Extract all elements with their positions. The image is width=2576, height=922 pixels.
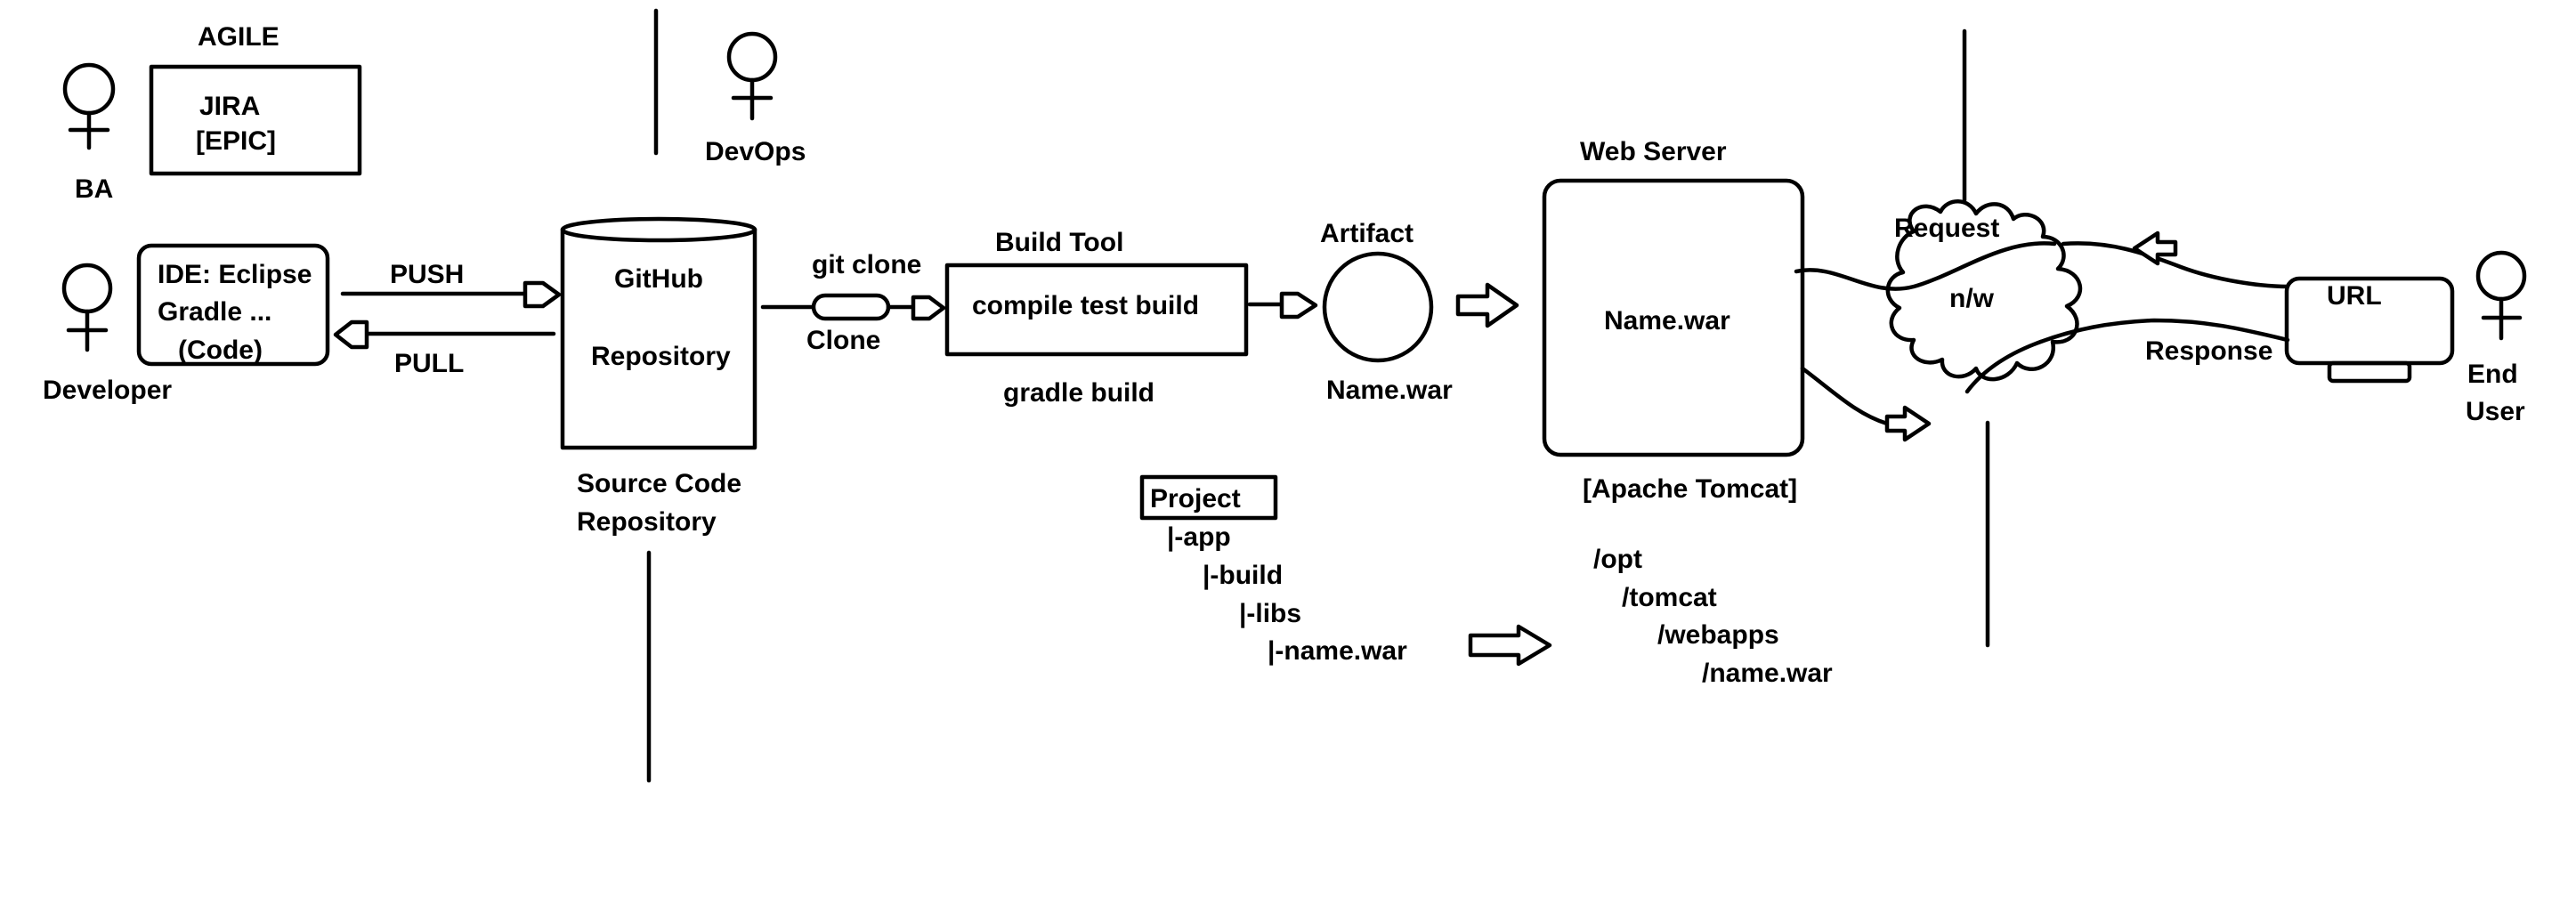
- webserver-box: [1542, 178, 1805, 457]
- ide-line3: (Code): [178, 336, 263, 365]
- response-arrowhead-icon: [1884, 405, 1932, 442]
- network-to-url-curve: [2061, 241, 2290, 289]
- build-box: [944, 263, 1249, 357]
- project-war-name: name.war: [1284, 636, 1407, 666]
- devops-label: DevOps: [705, 137, 806, 166]
- project-war: |-name.war: [1268, 636, 1407, 666]
- ba-person-icon: [62, 62, 116, 150]
- request-arrowhead-icon: [2132, 230, 2178, 266]
- request-label: Request: [1894, 214, 1999, 243]
- url-label: URL: [2327, 281, 2382, 311]
- devops-person-icon: [726, 31, 778, 121]
- clone-arrowhead-icon: [911, 295, 946, 321]
- jira-box: [149, 64, 362, 176]
- project-app: |-app: [1167, 522, 1231, 552]
- jira-line1: JIRA: [199, 92, 260, 121]
- build-tool-title: Build Tool: [995, 228, 1123, 257]
- network-to-server-curve: [1800, 366, 1890, 426]
- war-to-tomcat-arrow-icon: [1468, 624, 1552, 667]
- ide-line1: IDE: Eclipse: [158, 260, 312, 289]
- project-build: |-build: [1203, 561, 1283, 590]
- artifact-circle: [1322, 251, 1434, 363]
- jira-line2: [EPIC]: [196, 126, 276, 156]
- network-label: n/w: [1949, 284, 1995, 313]
- path-war: /name.war: [1702, 659, 1833, 688]
- url-to-network-curve: [1964, 318, 2290, 394]
- project-root: Project: [1150, 484, 1241, 514]
- github-caption-line1: Source Code: [577, 469, 741, 498]
- end-user-label-line1: End: [2467, 360, 2518, 389]
- artifact-to-server-arrow-icon: [1455, 282, 1519, 328]
- artifact-caption: Name.war: [1326, 376, 1453, 405]
- push-label: PUSH: [390, 260, 464, 289]
- end-user-label-line2: User: [2466, 397, 2525, 426]
- path-opt: /opt: [1593, 545, 1642, 574]
- ide-line2: Gradle ...: [158, 297, 271, 327]
- github-name: GitHub: [614, 264, 703, 294]
- project-box: [1139, 474, 1278, 521]
- ide-box: [136, 243, 330, 367]
- developer-label: Developer: [43, 376, 172, 405]
- build-to-artifact-arrowhead-icon: [1279, 291, 1318, 319]
- webserver-caption: [Apache Tomcat]: [1583, 474, 1797, 504]
- clone-pipe: [811, 293, 891, 321]
- project-libs: |-libs: [1239, 599, 1301, 628]
- end-user-person-icon: [2475, 250, 2527, 341]
- path-webapps: /webapps: [1657, 620, 1779, 650]
- github-caption-line2: Repository: [577, 507, 717, 537]
- artifact-title: Artifact: [1320, 219, 1414, 248]
- response-label: Response: [2145, 336, 2272, 366]
- git-clone-label: git clone: [812, 250, 921, 279]
- network-cloud-icon: [1885, 199, 2083, 382]
- ba-label: BA: [75, 174, 113, 204]
- github-repository-cylinder: [560, 216, 757, 450]
- clone-label: Clone: [806, 326, 880, 355]
- webserver-title: Web Server: [1580, 137, 1727, 166]
- github-sub: Repository: [591, 342, 731, 371]
- developer-person-icon: [61, 263, 113, 352]
- pull-label: PULL: [394, 349, 464, 378]
- build-box-text: compile test build: [972, 291, 1199, 320]
- path-tomcat: /tomcat: [1622, 583, 1717, 612]
- webserver-box-text: Name.war: [1604, 306, 1730, 336]
- url-monitor-stand: [2327, 360, 2412, 384]
- push-arrowhead-icon: [522, 280, 562, 309]
- pull-arrowhead-icon: [333, 319, 369, 350]
- gradle-build-caption: gradle build: [1003, 378, 1154, 408]
- agile-title: AGILE: [198, 22, 279, 52]
- server-to-network-curve: [1794, 241, 2057, 291]
